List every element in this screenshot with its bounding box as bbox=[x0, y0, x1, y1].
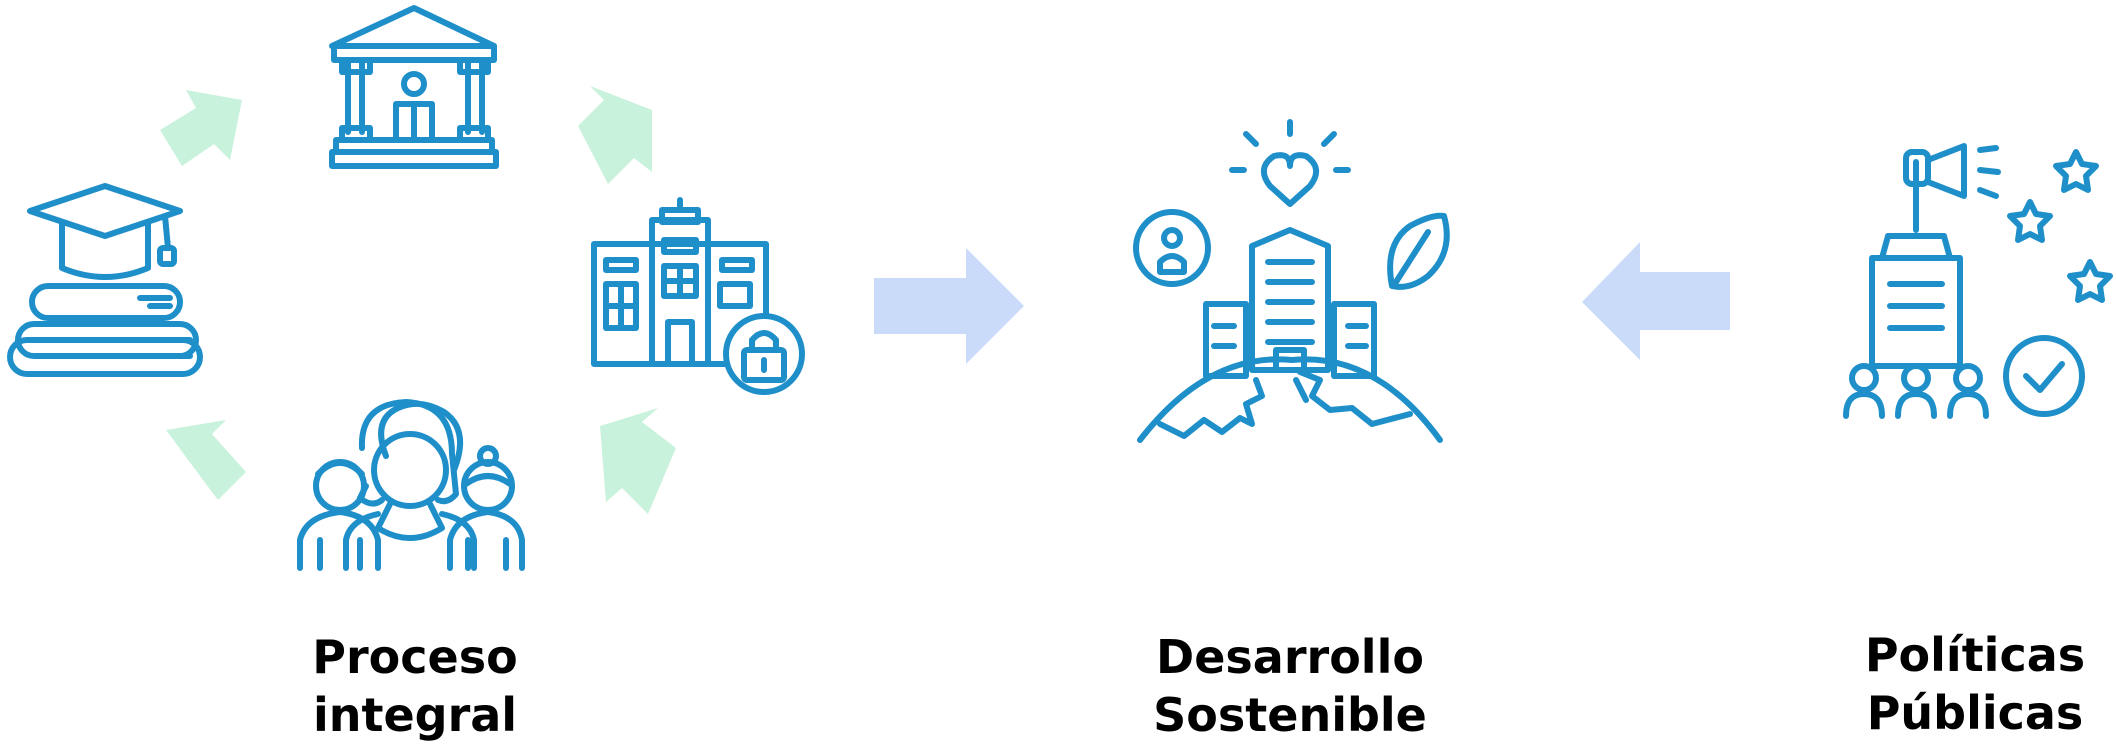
graduation-books-icon bbox=[7, 183, 203, 377]
bank-building-icon bbox=[329, 5, 499, 169]
sustainable-city-globe-icon bbox=[1133, 119, 1450, 443]
family-group-icon bbox=[297, 399, 525, 571]
flow-arrow-right bbox=[874, 248, 1024, 364]
cycle-arrow-up-left bbox=[166, 420, 246, 500]
flow-arrow-left bbox=[1582, 242, 1730, 360]
locked-building-icon bbox=[591, 197, 805, 395]
cycle-arrow-down-right bbox=[578, 86, 652, 184]
cycle-arrow-down-left bbox=[600, 408, 676, 514]
label-line: Públicas bbox=[1866, 686, 2084, 740]
label-proceso-integral: Proceso integral bbox=[260, 628, 570, 744]
cycle-arrow-up-right bbox=[160, 90, 242, 166]
label-line: Desarrollo bbox=[1156, 630, 1424, 684]
label-desarrollo-sostenible: Desarrollo Sostenible bbox=[1130, 628, 1450, 744]
label-politicas-publicas: Políticas Públicas bbox=[1840, 626, 2110, 742]
label-line: Políticas bbox=[1864, 628, 2086, 682]
label-line: integral bbox=[312, 688, 518, 742]
public-policy-megaphone-icon bbox=[1843, 143, 2113, 419]
label-line: Sostenible bbox=[1153, 688, 1427, 742]
label-line: Proceso bbox=[312, 630, 518, 684]
